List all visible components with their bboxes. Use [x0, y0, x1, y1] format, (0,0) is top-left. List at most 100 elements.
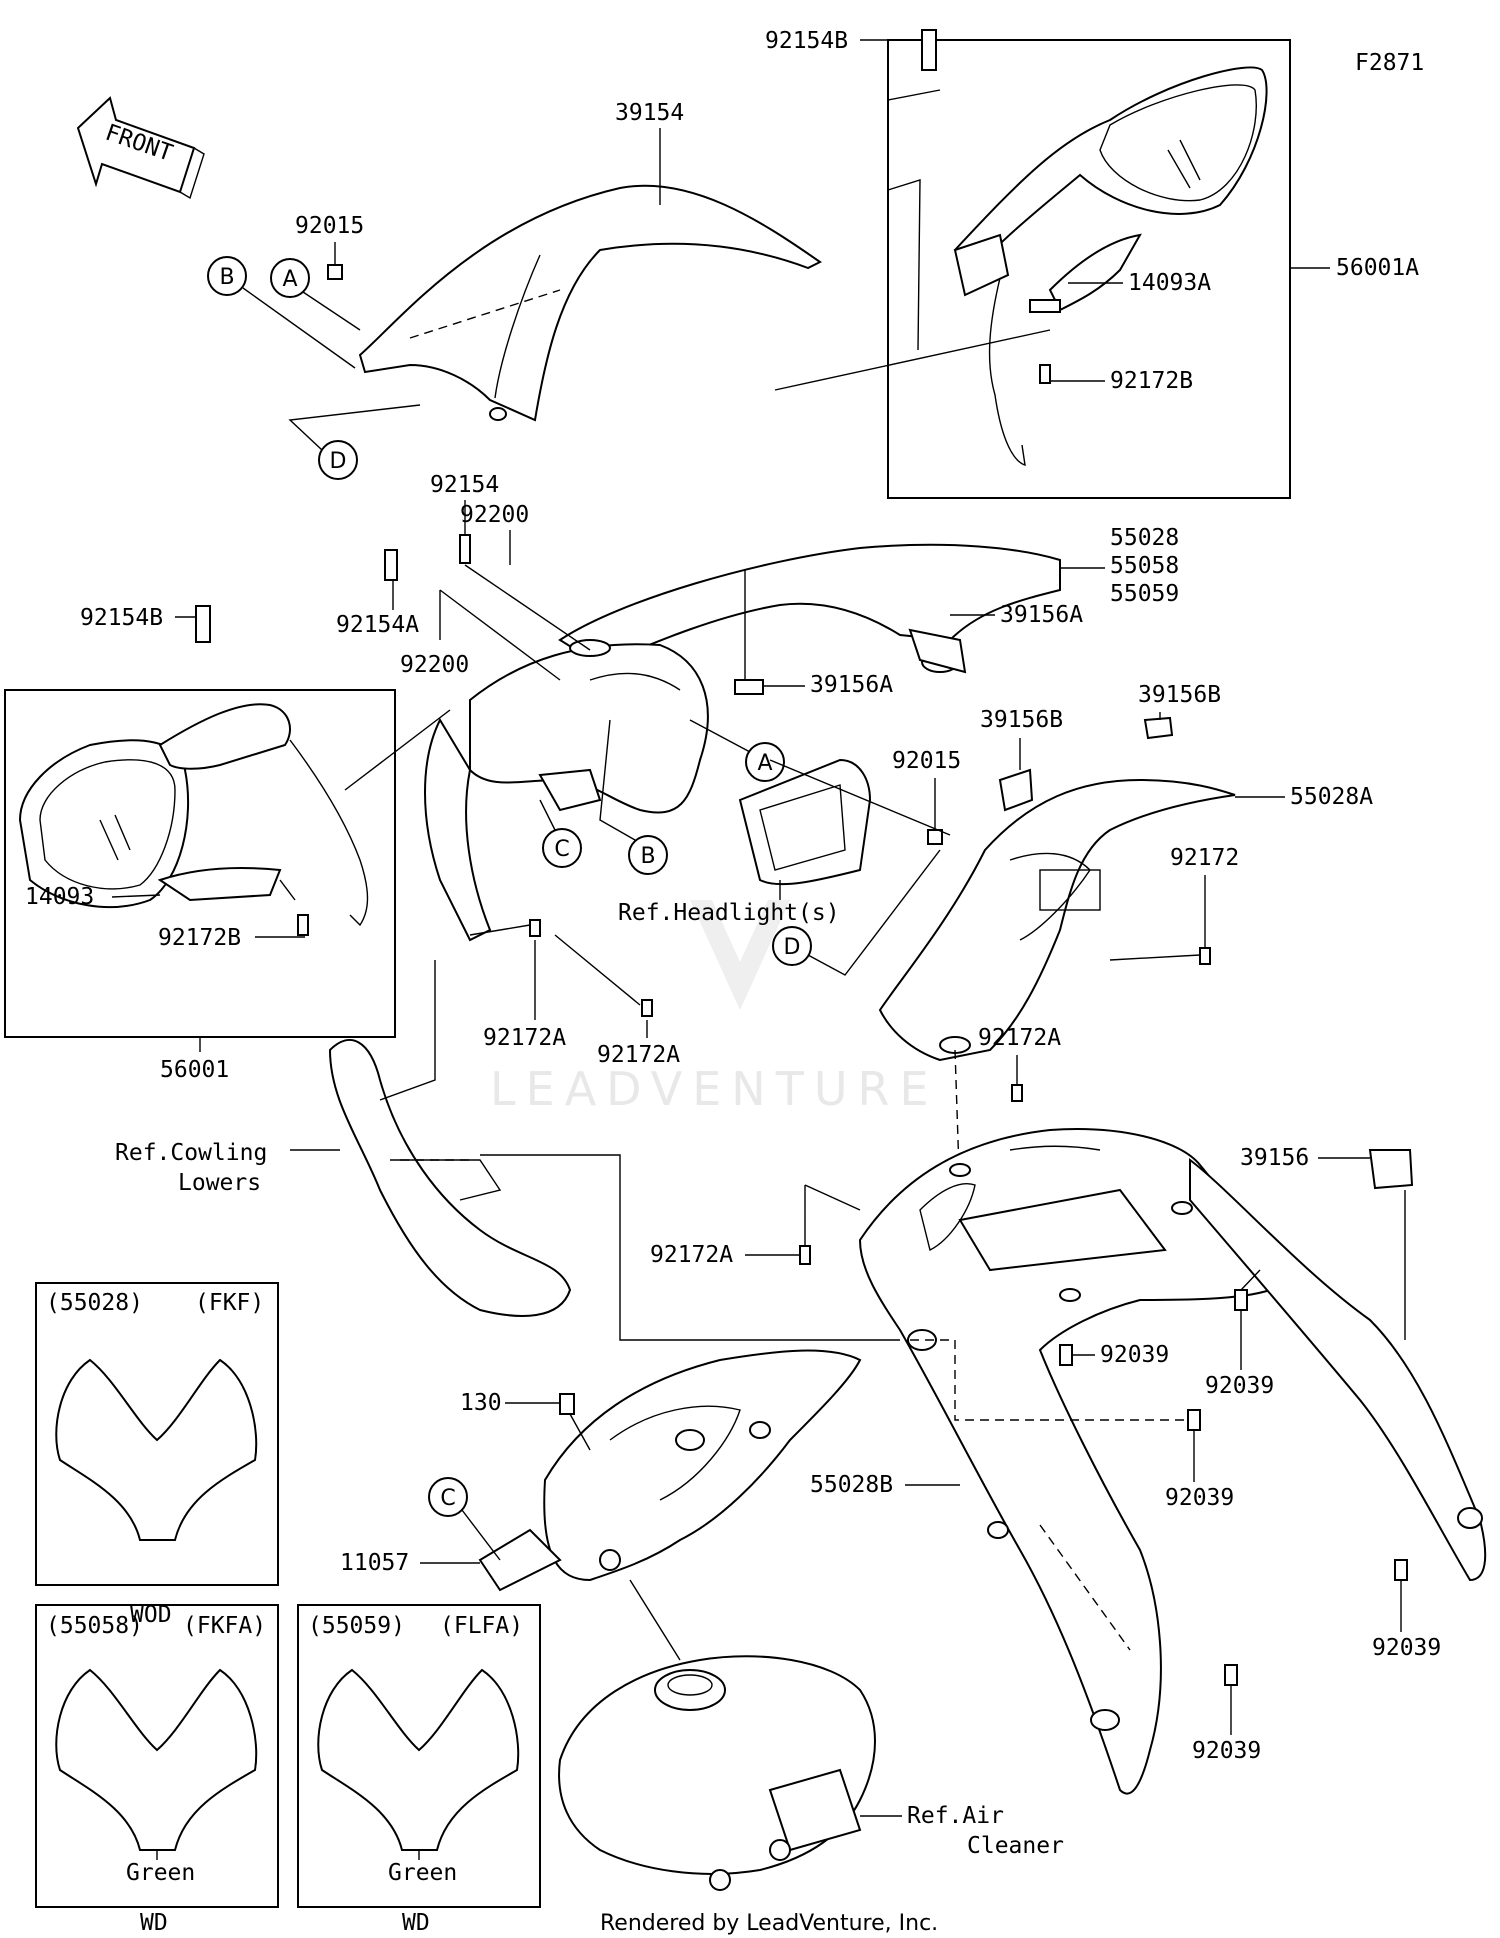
footer-credit: Rendered by LeadVenture, Inc. — [600, 1911, 938, 1936]
label-56001A: 56001A — [1336, 255, 1419, 281]
svg-text:(FKFA): (FKFA) — [183, 1613, 266, 1639]
clip-92039-b — [1234, 1289, 1248, 1311]
label-92154A: 92154A — [336, 612, 419, 638]
variant-trim-2: WD — [402, 1910, 430, 1936]
label-39156B-a: 39156B — [1138, 682, 1221, 708]
svg-text:A: A — [282, 267, 297, 292]
label-92172A-d: 92172A — [650, 1242, 733, 1268]
variant-box-55028: (55028) (FKF) WOD — [35, 1282, 279, 1628]
pad-39156A — [734, 679, 764, 695]
ref-cowling-2: Lowers — [178, 1170, 261, 1196]
bracket-14093[interactable] — [157, 867, 282, 902]
label-92172A-b: 92172A — [597, 1042, 680, 1068]
windshield-39154[interactable] — [358, 184, 822, 422]
screw-92172-right — [1199, 947, 1211, 965]
screw-92172A-b — [641, 999, 653, 1017]
svg-text:A: A — [757, 751, 772, 776]
upper-cowl-55028[interactable] — [424, 543, 1061, 942]
callout-B-mid: B — [628, 835, 668, 875]
variant-cowl-55028 — [55, 1358, 258, 1541]
screw-92172A-d — [799, 1245, 811, 1265]
mirror-left[interactable] — [18, 703, 369, 927]
variant-cowl-55059 — [317, 1668, 520, 1851]
svg-text:(FLFA): (FLFA) — [440, 1613, 523, 1639]
label-56001: 56001 — [160, 1057, 229, 1083]
bolt-92154B-left — [195, 605, 211, 643]
spacer-92015-mid — [927, 829, 943, 845]
diagram-id: F2871 — [1355, 50, 1424, 76]
svg-text:C: C — [440, 1486, 455, 1511]
callout-A-mid: A — [745, 742, 785, 782]
label-92200-a: 92200 — [460, 502, 529, 528]
clip-92039-c — [1187, 1409, 1201, 1431]
label-92015-mid: 92015 — [892, 748, 961, 774]
label-92172B-left: 92172B — [158, 925, 241, 951]
mirror-right[interactable] — [953, 66, 1268, 467]
cowling-lowers-ref[interactable] — [328, 1039, 572, 1317]
svg-text:(FKF): (FKF) — [195, 1290, 264, 1316]
bolt-92154B-top — [921, 29, 937, 71]
variant-trim-1: WD — [140, 1910, 168, 1936]
pad-39156B-b — [998, 768, 1034, 812]
label-92154: 92154 — [430, 472, 499, 498]
lower-side-cowl-55028B[interactable] — [858, 1128, 1272, 1795]
ref-air-1: Ref.Air — [907, 1803, 1004, 1829]
svg-text:(55028): (55028) — [46, 1290, 143, 1316]
label-92172-right: 92172 — [1170, 845, 1239, 871]
label-55028A: 55028A — [1290, 784, 1373, 810]
ref-cowling-1: Ref.Cowling — [115, 1140, 267, 1166]
label-92015-top: 92015 — [295, 213, 364, 239]
label-92039-c: 92039 — [1165, 1485, 1234, 1511]
inner-duct-11057[interactable] — [478, 1349, 862, 1592]
ref-headlight: Ref.Headlight(s) — [618, 900, 840, 926]
watermark: LEADVENTURE — [490, 900, 939, 1116]
label-55028: 55028 — [1110, 525, 1179, 551]
variant-box-55058: (55058) (FKFA) Green WD — [35, 1604, 279, 1936]
label-11057: 11057 — [340, 1550, 409, 1576]
label-39156A-b: 39156A — [810, 672, 893, 698]
label-92200-b: 92200 — [400, 652, 469, 678]
svg-text:C: C — [554, 837, 569, 862]
side-cowl-55028A[interactable] — [878, 778, 1236, 1062]
watermark-text: LEADVENTURE — [490, 1062, 939, 1116]
side-strip-39156[interactable] — [1189, 1149, 1487, 1582]
svg-text:B: B — [640, 844, 655, 869]
spacer-92015-top — [327, 264, 343, 280]
clip-92039-d — [1394, 1559, 1408, 1581]
svg-text:B: B — [219, 265, 234, 290]
variant-cowl-55058 — [55, 1668, 258, 1851]
variant-note-1: Green — [126, 1860, 195, 1886]
screw-92172A-a — [529, 919, 541, 937]
callout-C-low: C — [428, 1477, 468, 1517]
variant-note-2: Green — [388, 1860, 457, 1886]
headlight-ref[interactable] — [738, 758, 872, 886]
bracket-14093A[interactable] — [1029, 233, 1142, 313]
label-92172A-c: 92172A — [978, 1025, 1061, 1051]
label-39156B-b: 39156B — [980, 707, 1063, 733]
label-92154B-left: 92154B — [80, 605, 163, 631]
label-14093: 14093 — [25, 884, 94, 910]
label-39156: 39156 — [1240, 1145, 1309, 1171]
label-92039-d: 92039 — [1372, 1635, 1441, 1661]
callout-D-mid: D — [772, 926, 812, 966]
callout-C-mid: C — [542, 828, 582, 868]
front-arrow-icon: FRONT — [76, 96, 205, 200]
label-55058: 55058 — [1110, 553, 1179, 579]
label-39156A-a: 39156A — [1000, 602, 1083, 628]
air-cleaner-ref[interactable] — [558, 1655, 876, 1891]
ref-air-2: Cleaner — [967, 1833, 1064, 1859]
svg-text:(55058): (55058) — [46, 1613, 143, 1639]
label-130: 130 — [460, 1390, 502, 1416]
mirror-assembly-box-right — [887, 39, 1291, 499]
clip-92039-a — [1059, 1344, 1073, 1366]
callout-D-top: D — [318, 440, 358, 480]
label-92154B-top: 92154B — [765, 28, 848, 54]
label-92172B-top: 92172B — [1110, 368, 1193, 394]
svg-text:D: D — [784, 935, 801, 960]
label-92039-a: 92039 — [1100, 1342, 1169, 1368]
bolt-130 — [559, 1393, 575, 1415]
clip-92039-e — [1224, 1664, 1238, 1686]
callout-A-top: A — [270, 258, 310, 298]
